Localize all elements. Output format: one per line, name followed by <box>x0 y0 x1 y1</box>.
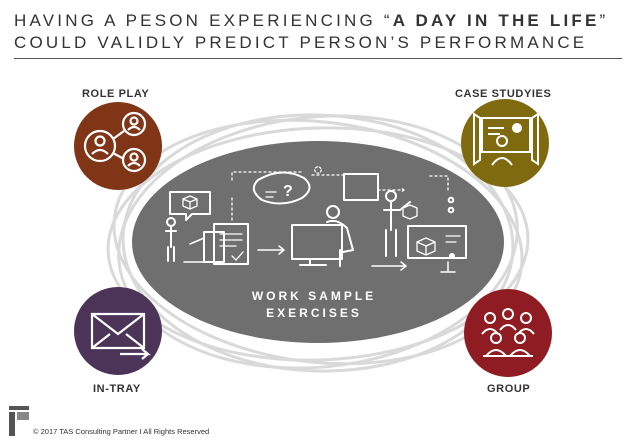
center-title-line-2: EXERCISES <box>219 305 409 322</box>
group-label: GROUP <box>487 383 530 395</box>
case-studies-label: CASE STUDYIES <box>455 88 551 100</box>
center-title-line-1: WORK SAMPLE <box>219 288 409 305</box>
case-studies-circle <box>461 99 549 187</box>
role-play-label: ROLE PLAY <box>82 88 149 100</box>
in-tray-label: IN-TRAY <box>93 383 141 395</box>
center-title: WORK SAMPLE EXERCISES <box>219 288 409 322</box>
footer-copyright: © 2017 TAS Consulting Partner I All Righ… <box>33 427 209 436</box>
svg-text:?: ? <box>283 183 293 200</box>
role-play-circle <box>74 102 162 190</box>
in-tray-circle <box>74 287 162 375</box>
group-circle <box>464 289 552 377</box>
company-logo <box>8 404 30 438</box>
